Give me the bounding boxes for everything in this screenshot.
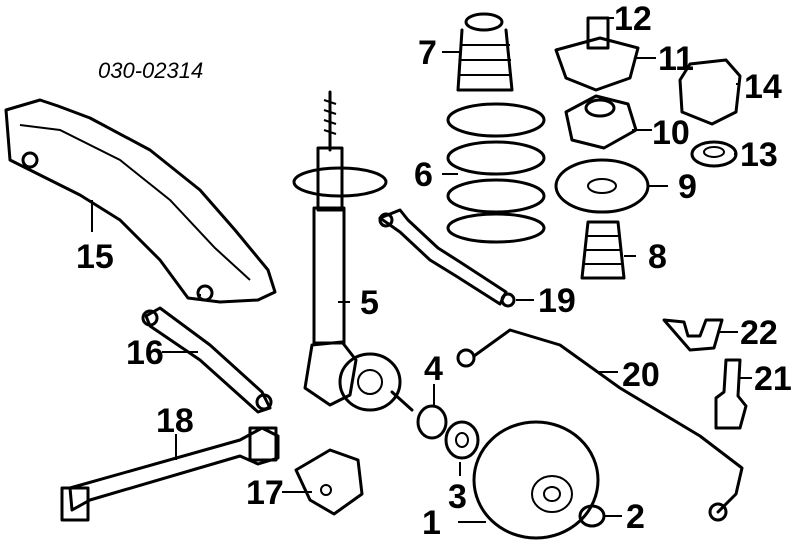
callout-20: 20: [622, 356, 660, 394]
callout-15: 15: [76, 238, 114, 276]
callout-3: 3: [448, 478, 467, 516]
part-spring-seat: [554, 158, 650, 214]
part-brake-disc: [472, 420, 600, 540]
part-bracket: [294, 448, 364, 516]
callout-2: 2: [626, 498, 645, 536]
part-dust-cover: [678, 58, 742, 126]
callout-1: 1: [422, 504, 441, 540]
callout-5: 5: [360, 284, 379, 322]
callout-4: 4: [424, 350, 443, 388]
callout-9: 9: [678, 168, 697, 206]
callout-22: 22: [740, 314, 778, 352]
diagram-code: 030-02314: [98, 58, 203, 83]
part-bearing-plate: [564, 94, 638, 150]
part-bearing: [444, 420, 480, 460]
callout-12: 12: [614, 0, 652, 38]
part-bar-bracket: [662, 318, 724, 352]
callout-19: 19: [538, 282, 576, 320]
callout-6: 6: [414, 156, 433, 194]
callout-7: 7: [418, 34, 437, 72]
part-trailing-arm: [60, 426, 280, 522]
callout-11: 11: [658, 40, 694, 78]
part-lateral-link: [141, 306, 273, 414]
part-oil-seal: [416, 404, 448, 440]
part-dust-boot: [456, 12, 514, 92]
part-upper-mount: [554, 16, 640, 92]
part-link-bolt: [714, 358, 748, 430]
leader-lines: [91, 17, 752, 523]
part-spacer-ring: [690, 140, 738, 168]
part-bump-stopper: [580, 220, 626, 280]
callout-17: 17: [246, 474, 284, 512]
callout-21: 21: [754, 360, 792, 398]
part-upper-link: [378, 208, 516, 308]
part-knuckle: [338, 352, 414, 412]
callout-14: 14: [744, 68, 782, 106]
part-coil-spring: [446, 102, 546, 244]
callout-18: 18: [156, 402, 194, 440]
part-stabilizer-bar: [456, 328, 744, 522]
callout-10: 10: [652, 114, 690, 152]
part-strut: [292, 90, 388, 407]
callout-13: 13: [740, 136, 778, 174]
callout-16: 16: [126, 334, 164, 372]
callout-8: 8: [648, 238, 667, 276]
part-crossmember: [4, 98, 277, 304]
